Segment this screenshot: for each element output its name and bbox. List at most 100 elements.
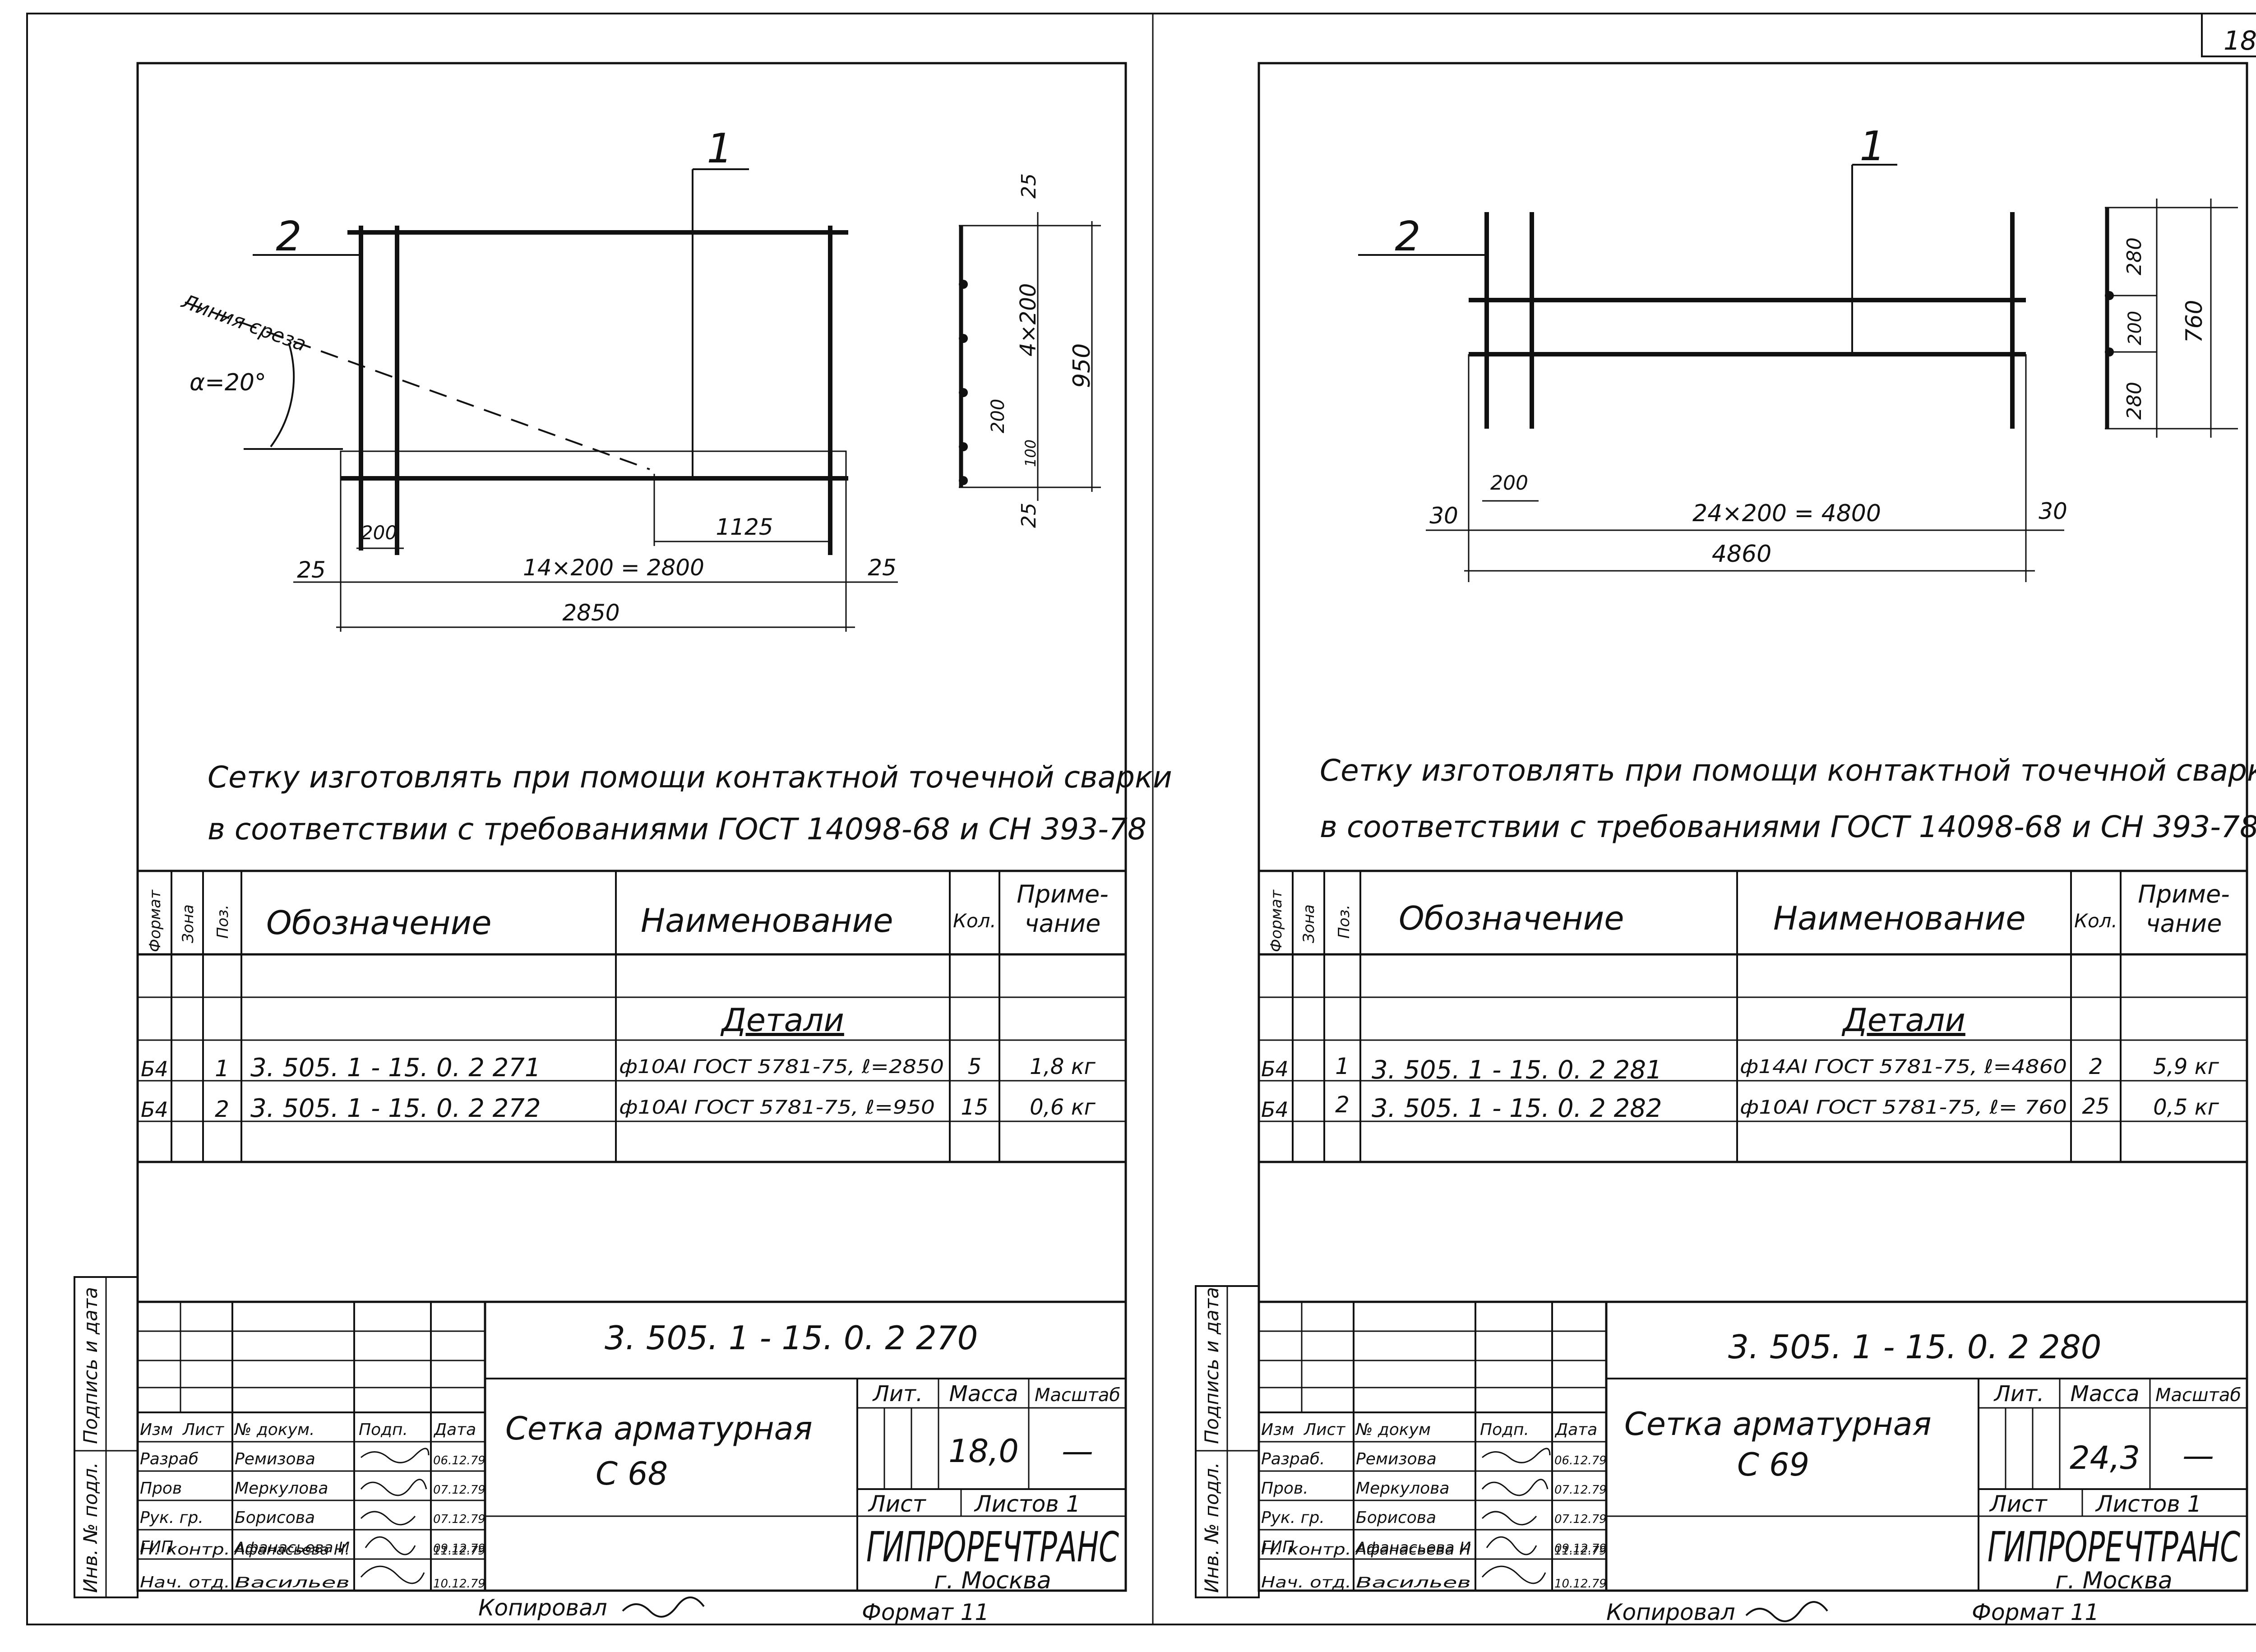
left-side-200: 200: [988, 399, 1008, 433]
right-stamp-date-6: 10.12.79: [1554, 1577, 1607, 1591]
left-stamp-title1: Сетка арматурная: [505, 1410, 813, 1447]
left-dim-span: 14×200 = 2800: [523, 555, 704, 581]
right-row2-pos: 2: [1335, 1092, 1350, 1118]
left-side-950: 950: [1068, 343, 1096, 388]
left-title-block: Подпись и дата Инв. № подл.: [74, 1276, 1126, 1598]
table-row: Б4 1 3. 505. 1 - 15. 0. 2 271 ф10АI ГОСТ…: [141, 1053, 1096, 1083]
left-angle-label: α=20°: [190, 369, 266, 396]
left-side-sign-date: Подпись и дата: [79, 1287, 102, 1444]
right-stamp-date-2: 07.12.79: [1554, 1483, 1607, 1497]
right-side-inv: Инв. № подл.: [1201, 1462, 1223, 1593]
right-stamp-name-3: Борисова: [1356, 1509, 1436, 1527]
left-stamp-date-1: 06.12.79: [433, 1454, 485, 1467]
left-signature-4: [365, 1536, 416, 1555]
left-stamp-date-2: 07.12.79: [433, 1483, 485, 1497]
right-row2-designation: 3. 505. 1 - 15. 0. 2 282: [1372, 1094, 1662, 1123]
right-format: Формат 11: [1972, 1599, 2099, 1625]
right-dim-30-l: 30: [1429, 503, 1458, 529]
left-stamp-role-3: Рук. гр.: [140, 1509, 203, 1527]
left-row2-note: 0,6 кг: [1030, 1095, 1096, 1120]
right-row1-name: ф14АI ГОСТ 5781-75, ℓ=4860: [1740, 1055, 2067, 1078]
right-stamp-h-doc: № докум: [1355, 1421, 1431, 1439]
left-stamp-role-6: Нач. отд.: [140, 1573, 230, 1592]
right-side-sign-date: Подпись и дата: [1201, 1287, 1223, 1444]
right-signature-4: [1486, 1536, 1537, 1555]
right-stamp-sheets: Листов 1: [2095, 1491, 2201, 1517]
left-stamp-role-4: ГИП: [140, 1538, 173, 1556]
left-stamp-date-3: 07.12.79: [433, 1513, 485, 1526]
left-side-25-top: 25: [1017, 173, 1040, 199]
left-spec-table: Формат Зона Поз. Обозначение Наименовани…: [138, 870, 1126, 1163]
left-stamp-role-1: Разраб: [140, 1450, 199, 1468]
sheet-left: 1 2 Линия среза α=20° 200 1125 25 25 14×…: [74, 62, 1172, 1625]
right-stamp-name-2: Меркулова: [1356, 1479, 1449, 1498]
right-stamp-role-4: ГИП: [1261, 1538, 1294, 1556]
left-dim-200: 200: [361, 522, 397, 544]
left-stamp-date-6: 10.12.79: [433, 1577, 485, 1591]
left-row2-name: ф10АI ГОСТ 5781-75, ℓ=950: [619, 1096, 935, 1118]
left-dim-25-l: 25: [297, 557, 326, 583]
left-copied: Копировал: [478, 1595, 607, 1621]
right-stamp-h-sign: Подп.: [1480, 1421, 1529, 1439]
right-stamp-name-4: Афанасьева И: [1355, 1539, 1471, 1556]
sheet-right-frame: [1257, 62, 2248, 1592]
right-stamp-title2: С 69: [1737, 1446, 1809, 1483]
right-row2-qty: 25: [2082, 1094, 2109, 1119]
left-format: Формат 11: [862, 1599, 989, 1625]
left-stamp-title2: С 68: [596, 1455, 668, 1492]
left-side-weld-1: [959, 280, 968, 289]
left-signature-3: [360, 1511, 416, 1526]
right-signature-2: [1481, 1479, 1549, 1496]
left-stamp-scale: Масштаб: [1035, 1385, 1120, 1406]
left-cut-line: [185, 301, 650, 470]
left-pos1-label: 1: [707, 125, 732, 172]
left-stamp-org: ГИПРОРЕЧТРАНС: [866, 1523, 1119, 1571]
right-dim-200: 200: [1490, 472, 1528, 495]
left-stamp-city: г. Москва: [934, 1567, 1051, 1594]
right-stamp-name-6: Васильев: [1356, 1574, 1471, 1591]
table-row: Б4 2 3. 505. 1 - 15. 0. 2 282 ф10АI ГОСТ…: [1261, 1092, 2219, 1123]
right-spec-h-qty: Кол.: [2074, 910, 2117, 932]
right-copied-signature: [1745, 1601, 1828, 1622]
left-stamp-sheet: Лист: [868, 1491, 927, 1517]
right-dim-span: 24×200 = 4800: [1692, 500, 1881, 527]
left-note-line1: Сетку изготовлять при помощи контактной …: [208, 760, 1172, 795]
left-note-line2: в соответствии с требованиями ГОСТ 14098…: [208, 812, 1146, 847]
left-row2-format: Б4: [141, 1097, 168, 1122]
right-stamp-city: г. Москва: [2055, 1567, 2173, 1594]
right-stamp-scale: Масштаб: [2155, 1385, 2241, 1406]
right-side-280-bottom: 280: [2123, 382, 2146, 420]
right-stamp-h-izm: Изм: [1261, 1421, 1294, 1439]
left-stamp-role-2: Пров: [140, 1479, 182, 1498]
right-stamp-name-1: Ремизова: [1356, 1450, 1437, 1468]
left-spec-h-pos: Поз.: [214, 905, 232, 939]
left-side-inv: Инв. № подл.: [79, 1462, 102, 1593]
left-stamp-name-2: Меркулова: [235, 1479, 328, 1498]
left-row1-qty: 5: [968, 1054, 982, 1079]
right-title-block: Подпись и дата Инв. № подл.: [1195, 1285, 2247, 1598]
left-side-4x200: 4×200: [1016, 283, 1041, 356]
left-bottom-band: [340, 450, 847, 479]
right-spec-h-note1: Приме-: [2138, 880, 2229, 908]
left-cut-line-label: Линия среза: [178, 290, 309, 356]
left-stamp-name-4: Афанасьева И: [234, 1539, 350, 1556]
right-stamp-h-date: Дата: [1554, 1421, 1597, 1439]
left-row1-note: 1,8 кг: [1030, 1054, 1096, 1079]
left-spec-h-format: Формат: [146, 889, 164, 952]
left-stamp-h-list: Лист: [182, 1421, 224, 1439]
left-row1-name: ф10АI ГОСТ 5781-75, ℓ=2850: [619, 1055, 944, 1078]
left-stamp-name-1: Ремизова: [235, 1450, 315, 1468]
right-stamp-lit: Лит.: [1993, 1381, 2044, 1407]
left-signature-2: [360, 1479, 427, 1496]
right-stamp-date-3: 07.12.79: [1554, 1513, 1607, 1526]
right-stamp-title1: Сетка арматурная: [1624, 1406, 1932, 1443]
right-row1-qty: 2: [2089, 1054, 2103, 1079]
left-stamp-date-5: 11.12.79: [433, 1544, 485, 1558]
right-stamp-h-list: Лист: [1303, 1421, 1345, 1439]
left-row2-pos: 2: [215, 1096, 229, 1122]
right-row2-note: 0,5 кг: [2153, 1095, 2219, 1120]
left-stamp-mass-value: 18,0: [948, 1433, 1019, 1470]
right-side-200: 200: [2125, 311, 2145, 345]
right-stamp-code: 3. 505. 1 - 15. 0. 2 280: [1728, 1328, 2101, 1366]
